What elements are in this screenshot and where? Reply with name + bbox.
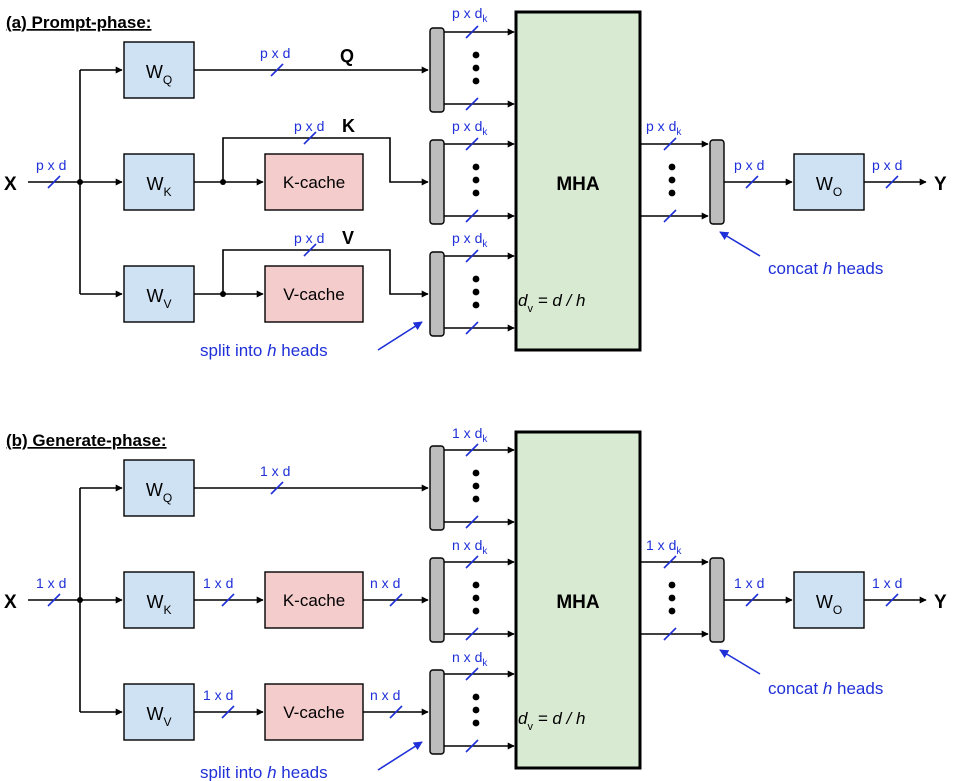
split-heads-note: split into h heads (200, 763, 328, 781)
v-head-lines: n x dk (444, 649, 515, 753)
output-y-label: Y (934, 174, 947, 195)
concat-out-dim-label: 1 x d (734, 575, 764, 591)
output-head-lines: p x dk (640, 118, 709, 223)
q-dim-label: p x d (260, 45, 290, 61)
v-cache-block (264, 265, 364, 323)
q-head-lines: p x dk (444, 5, 515, 111)
mha-block (514, 430, 642, 770)
concat-in-dim-label: p x dk (646, 118, 682, 138)
generate-phase-panel: (b) Generate-phase: X 1 x d WQ 1 x d WK … (4, 425, 947, 781)
v-split-demux (429, 669, 445, 755)
input-dim-label: 1 x d (36, 575, 66, 591)
wk-block (123, 153, 195, 211)
k-cache-block (264, 153, 364, 211)
wq-label: WQ (146, 480, 172, 505)
input-x-label: X (4, 174, 17, 195)
wq-label: WQ (146, 62, 172, 87)
v-split-demux (429, 251, 445, 337)
dv-equation: dv = d / h (518, 709, 585, 733)
k-dim-label: p x d (294, 118, 324, 134)
wk-label: WK (146, 174, 171, 199)
dv-equation: dv = d / h (518, 291, 585, 315)
wv-label: WV (146, 704, 171, 729)
wv-label: WV (146, 286, 171, 311)
wo-out-dim-label: p x d (872, 157, 902, 173)
wo-label: WO (816, 174, 842, 199)
panel-title: (a) Prompt-phase: (6, 13, 151, 32)
concat-mux (709, 139, 725, 225)
concat-out-dim-label: p x d (734, 157, 764, 173)
concat-heads-note: concat h heads (768, 259, 883, 278)
split-q-dim-label: 1 x dk (452, 425, 488, 445)
wo-label: WO (816, 592, 842, 617)
q-dim-label: 1 x d (260, 463, 290, 479)
concat-mux (709, 557, 725, 643)
q-head-lines: 1 x dk (444, 425, 515, 529)
wo-block (793, 153, 865, 211)
split-k-dim-label: n x dk (452, 537, 488, 557)
mha-label: MHA (556, 174, 600, 195)
v-pre-dim-label: 1 x d (203, 687, 233, 703)
output-head-lines: 1 x dk (640, 537, 709, 641)
k-cache-label: K-cache (283, 591, 345, 610)
panel-title: (b) Generate-phase: (6, 431, 167, 450)
mha-label: MHA (556, 592, 600, 613)
mha-block (514, 10, 642, 352)
split-v-dim-label: p x dk (452, 230, 488, 250)
split-k-dim-label: p x dk (452, 118, 488, 138)
q-split-demux (429, 445, 445, 531)
v-dim-label: p x d (294, 230, 324, 246)
k-head-lines: n x dk (444, 537, 515, 641)
wk-label: WK (146, 592, 171, 617)
output-y-label: Y (934, 592, 947, 613)
split-q-dim-label: p x dk (452, 5, 488, 25)
v-cache-block (264, 683, 364, 741)
concat-heads-note: concat h heads (768, 679, 883, 698)
q-split-demux (429, 27, 445, 113)
split-v-dim-label: n x dk (452, 649, 488, 669)
input-dim-label: p x d (36, 157, 66, 173)
k-label: K (342, 116, 355, 136)
k-split-demux (429, 557, 445, 643)
k-pre-dim-label: 1 x d (203, 575, 233, 591)
input-x-label: X (4, 592, 17, 613)
wo-out-dim-label: 1 x d (872, 575, 902, 591)
k-split-demux (429, 139, 445, 225)
wo-block (793, 571, 865, 629)
k-head-lines: p x dk (444, 118, 515, 223)
q-label: Q (340, 46, 354, 66)
wv-block (123, 265, 195, 323)
v-cache-label: V-cache (283, 285, 344, 304)
k-cache-block (264, 571, 364, 629)
k-cache-out-dim-label: n x d (370, 575, 400, 591)
v-head-lines: p x dk (444, 230, 515, 335)
k-cache-label: K-cache (283, 173, 345, 192)
concat-in-dim-label: 1 x dk (646, 537, 682, 557)
prompt-phase-panel: (a) Prompt-phase: X p x d WQ p x d Q WK … (4, 5, 947, 360)
split-heads-note: split into h heads (200, 341, 328, 360)
v-label: V (342, 228, 354, 248)
v-cache-out-dim-label: n x d (370, 687, 400, 703)
v-cache-label: V-cache (283, 703, 344, 722)
wk-block (123, 571, 195, 629)
